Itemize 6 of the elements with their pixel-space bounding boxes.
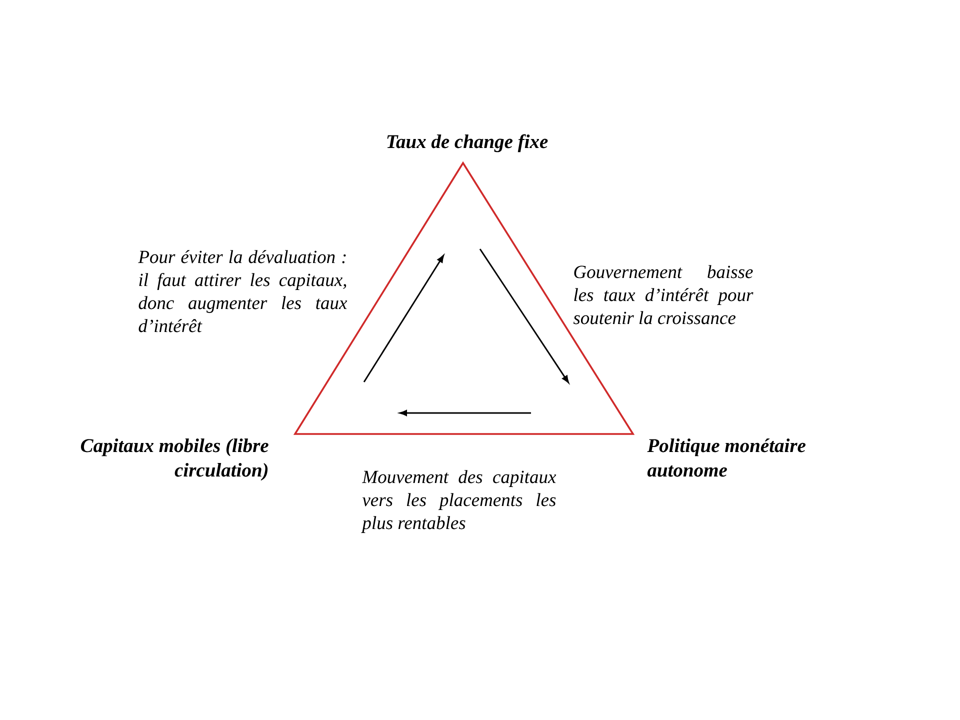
vertex-label: Politique monétaire autonome [647,438,806,477]
vertex-label: Taux de change fixe [387,134,548,152]
annotation-text: Mouvement des capitaux vers les placements les plus rentables [361,470,556,533]
annotation-text: Gouvernement baisse les taux d’intérêt pour soutenir la croissance [573,265,754,324]
vertex-label: Capitaux mobiles (libre circulation) [80,438,268,481]
annotation-text: Pour éviter la dévaluation : il faut attirer les capitaux, donc augmenter les taux d’intérêt [138,250,348,332]
